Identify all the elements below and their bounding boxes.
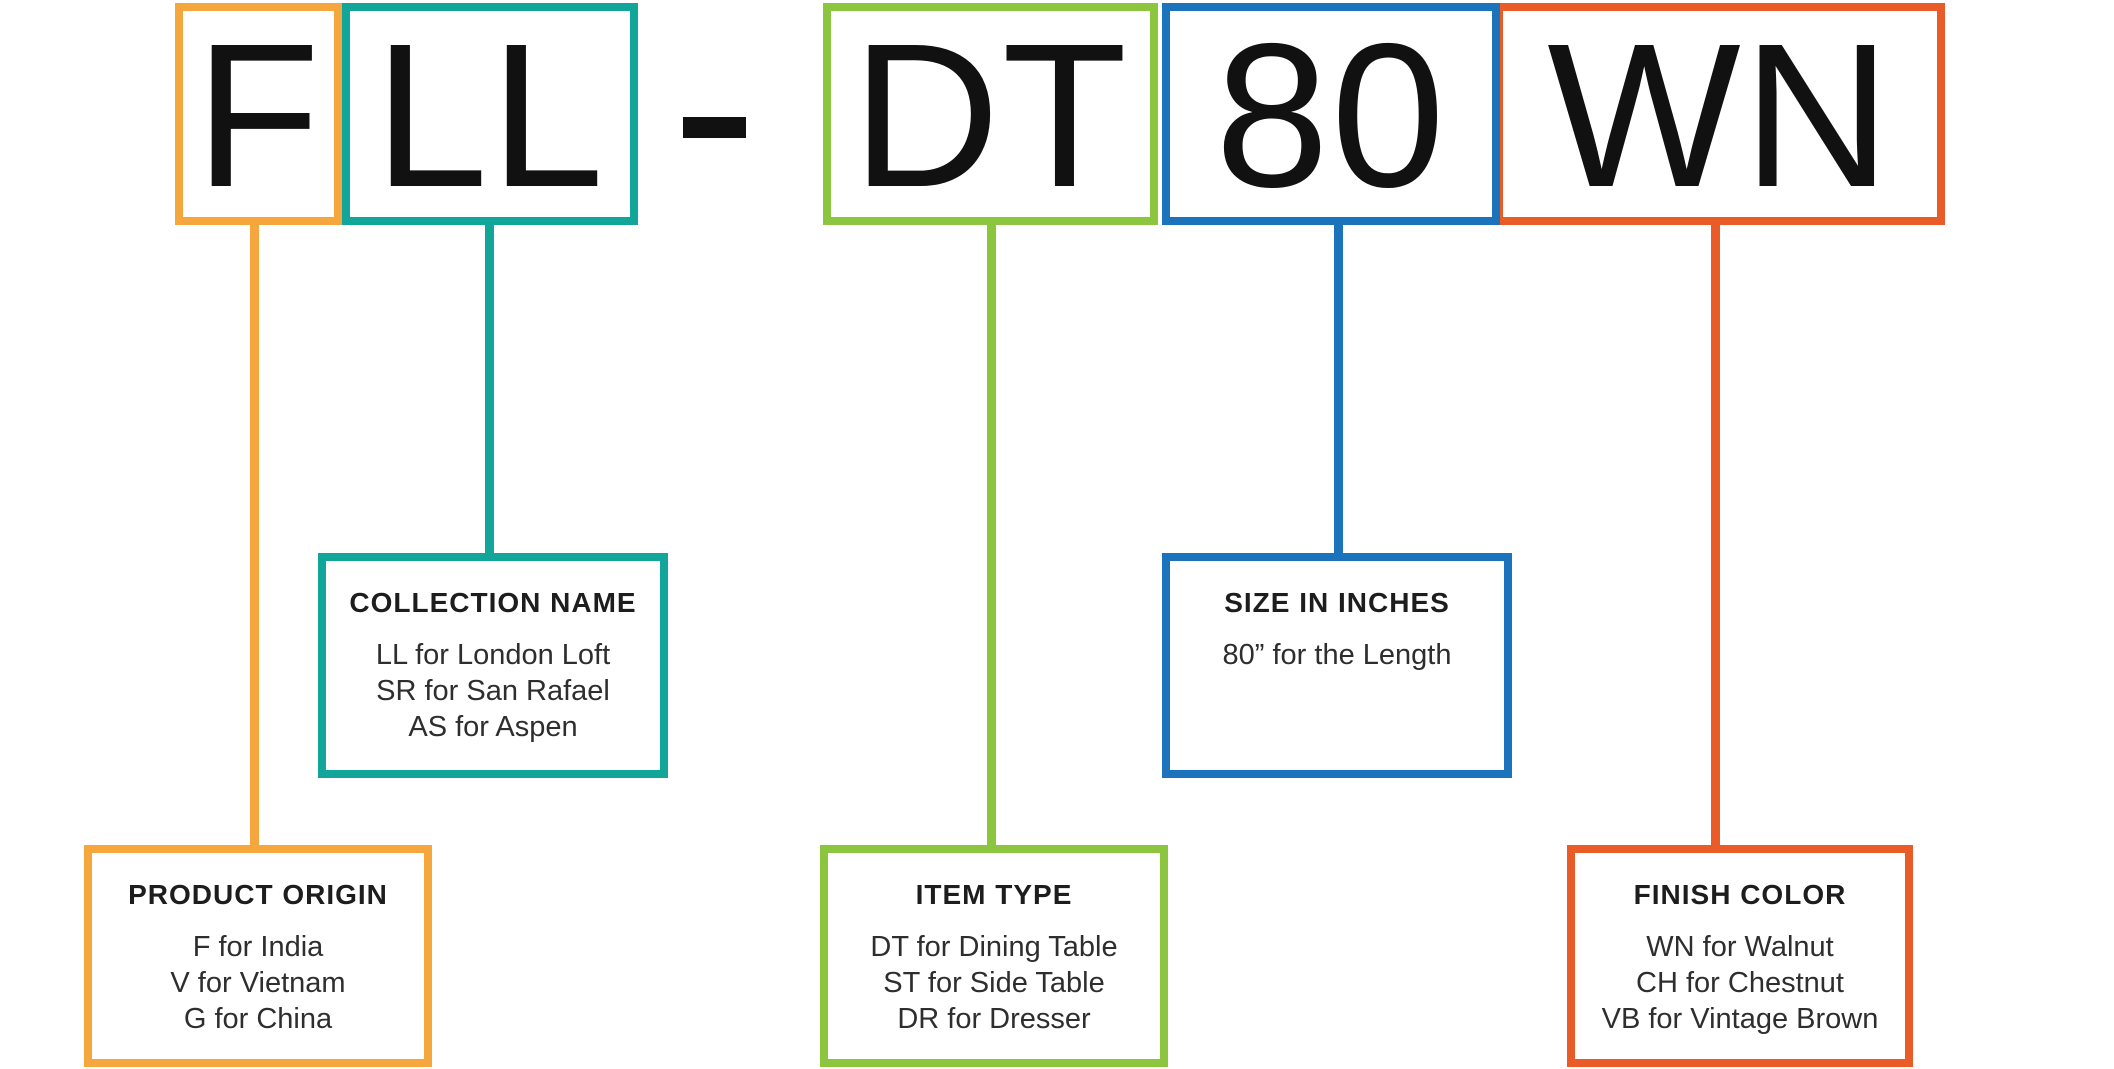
connector-line-item-type [987,224,996,849]
connector-line-size [1334,224,1343,559]
legend-line: VB for Vintage Brown [1601,1003,1879,1035]
sku-segment-code-dt: DT [851,0,1130,230]
sku-segment-code-wn: WN [1547,0,1893,230]
legend-box-product-origin: PRODUCT ORIGIN F for India V for Vietnam… [84,845,432,1067]
legend-box-collection-name: COLLECTION NAME LL for London Loft SR fo… [318,553,668,778]
sku-segment-box-finish-color: WN [1495,3,1945,225]
legend-line: CH for Chestnut [1636,967,1844,999]
connector-line-finish-color [1711,224,1720,849]
sku-segment-box-collection-name: LL [342,3,638,225]
legend-line: LL for London Loft [375,639,611,671]
legend-title-product-origin: PRODUCT ORIGIN [128,879,388,910]
legend-line: ST for Side Table [883,967,1105,999]
legend-line: 80” for the Length [1222,639,1452,671]
legend-line: G for China [183,1003,333,1035]
sku-separator-dash [683,117,746,138]
legend-title-item-type: ITEM TYPE [915,879,1073,910]
legend-line: F for India [192,931,324,963]
legend-line: V for Vietnam [170,967,346,999]
legend-line: SR for San Rafael [376,675,610,707]
sku-segment-box-product-origin: F [175,3,342,225]
sku-segment-code-80: 80 [1214,0,1448,230]
sku-segment-box-item-type: DT [823,3,1158,225]
legend-line: DR for Dresser [897,1003,1091,1035]
sku-segment-code-ll: LL [373,0,607,230]
legend-title-finish-color: FINISH COLOR [1633,879,1847,910]
legend-title-collection-name: COLLECTION NAME [349,587,637,618]
connector-line-collection-name [485,224,494,559]
legend-box-size-in-inches: SIZE IN INCHES 80” for the Length [1162,553,1512,778]
legend-line: DT for Dining Table [870,931,1118,963]
legend-line: AS for Aspen [408,711,578,743]
connector-line-product-origin [250,224,259,849]
legend-box-finish-color: FINISH COLOR WN for Walnut CH for Chestn… [1567,845,1913,1067]
sku-segment-code-f: F [194,0,323,230]
sku-segment-box-size: 80 [1162,3,1500,225]
legend-title-size-in-inches: SIZE IN INCHES [1224,587,1450,618]
legend-box-item-type: ITEM TYPE DT for Dining Table ST for Sid… [820,845,1168,1067]
legend-line: WN for Walnut [1646,931,1834,963]
